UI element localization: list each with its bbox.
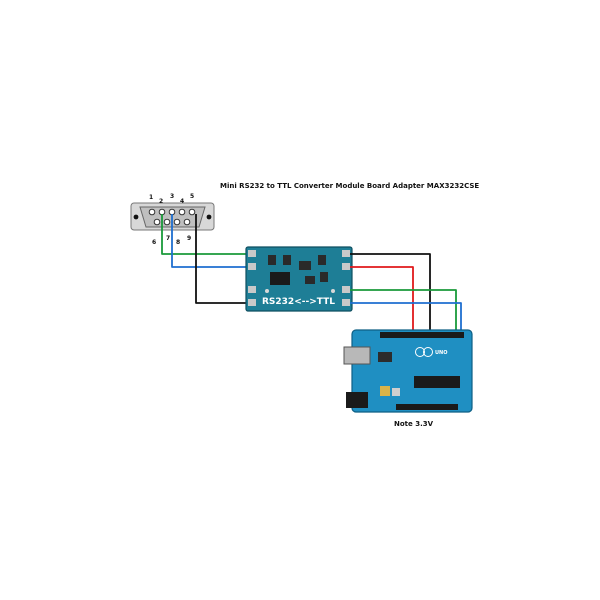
atmega-chip: [414, 376, 460, 388]
arduino-logo-text: UNO: [435, 350, 448, 356]
db9-pin-label: 9: [187, 235, 191, 242]
diagram-title: Mini RS232 to TTL Converter Module Board…: [220, 182, 479, 190]
wire-black: [195, 214, 246, 304]
db9-pin-label: 8: [176, 239, 180, 246]
db9-pin-label: 6: [152, 239, 156, 246]
wire-blue: [350, 302, 462, 332]
capacitor: [320, 272, 328, 282]
capacitor: [283, 255, 291, 265]
max3232-chip: [270, 272, 290, 285]
voltage-note: Note 3.3V: [394, 420, 434, 428]
power-jack: [346, 392, 368, 408]
db9-wires: [161, 214, 246, 304]
capacitor: [305, 276, 315, 284]
db9-pin-label: 4: [180, 198, 184, 205]
capacitor: [318, 255, 326, 265]
wire-blue: [171, 214, 246, 268]
analog-power-header: [396, 404, 458, 410]
db9-pin-label: 5: [190, 193, 194, 200]
db9-mount-hole-left: [133, 214, 139, 220]
rs232-ttl-module: RS232<-->TTL: [245, 246, 353, 312]
module-silk-label: RS232<-->TTL: [262, 297, 335, 307]
db9-pin-label: 7: [166, 235, 170, 242]
digital-header: [380, 332, 464, 338]
arduino-uno-board: UNO: [343, 329, 473, 413]
wire-green: [350, 289, 457, 332]
db9-pin-label: 2: [159, 198, 163, 205]
capacitor: [268, 255, 276, 265]
capacitor: [299, 261, 311, 270]
db9-pin-label: 3: [170, 193, 174, 200]
db9-mount-hole-right: [206, 214, 212, 220]
wire-green: [161, 214, 246, 255]
db9-pin-label: 1: [149, 194, 153, 201]
usb-port: [343, 346, 371, 365]
